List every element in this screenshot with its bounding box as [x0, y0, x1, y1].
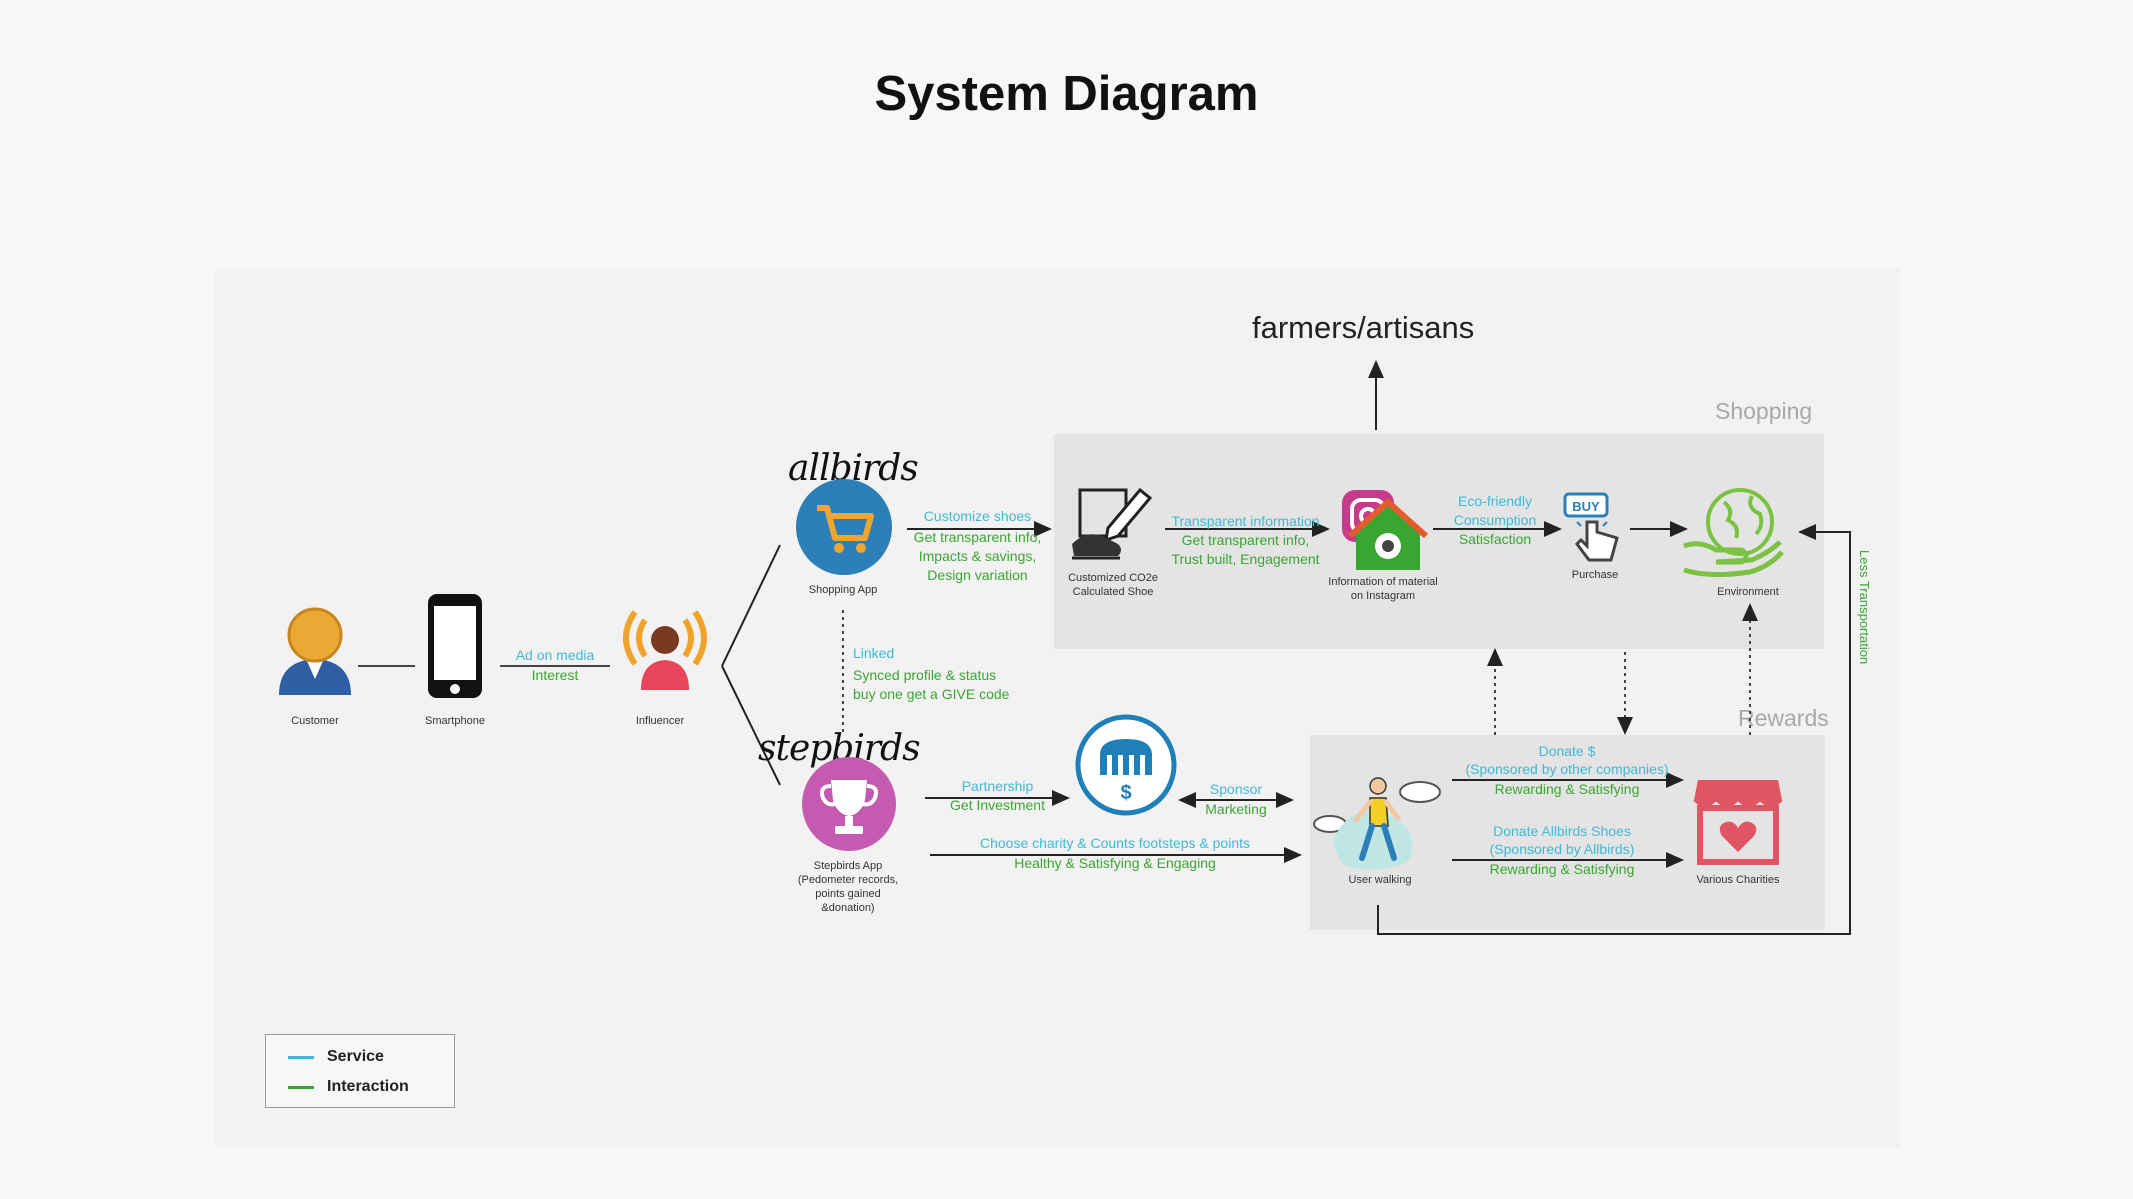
instagram-label-1: Information of material: [1328, 576, 1438, 588]
various-charities-label: Various Charities: [1696, 874, 1780, 886]
eco-friendly-label: Eco-friendly: [1458, 493, 1532, 509]
rewards-zone-label: Rewards: [1738, 705, 1829, 731]
customer-label: Customer: [291, 715, 339, 727]
marketing-label: Marketing: [1205, 801, 1267, 817]
page-title: System Diagram: [874, 67, 1259, 121]
legend-service-label: Service: [327, 1048, 384, 1065]
svg-text:BUY: BUY: [1572, 499, 1600, 514]
transparent-information-label: Transparent information: [1171, 513, 1320, 529]
linked-interaction-label-2: buy one get a GIVE code: [853, 686, 1010, 702]
legend-item-service: Service: [288, 1047, 384, 1067]
consumption-label: Consumption: [1453, 512, 1537, 528]
legend: Service Interaction: [265, 1034, 455, 1108]
donate-shoes-interaction-label: Rewarding & Satisfying: [1489, 861, 1635, 877]
influencer-label: Influencer: [635, 715, 685, 727]
ad-on-media-label: Ad on media: [515, 647, 595, 663]
farmers-artisans-label: farmers/artisans: [1252, 310, 1475, 345]
user-walking-label: User walking: [1348, 874, 1412, 886]
customize-shoes-label: Customize shoes: [923, 508, 1032, 524]
stepbirds-app-label-1: Stepbirds App: [813, 860, 883, 872]
shopping-app-label: Shopping App: [808, 584, 878, 596]
instagram-label-2: on Instagram: [1350, 590, 1416, 602]
interest-label: Interest: [531, 667, 579, 683]
customize-interaction-label-2: Impacts & savings,: [918, 548, 1037, 564]
environment-icon: [1680, 486, 1786, 587]
charity-store-icon: [1692, 776, 1784, 871]
donate-shoes-label-1: Donate Allbirds Shoes: [1493, 823, 1631, 839]
less-transportation-label: Less Transportation: [1857, 550, 1872, 665]
legend-interaction-label: Interaction: [327, 1078, 409, 1095]
donate-shoes-label-2: (Sponsored by Allbirds): [1489, 841, 1635, 857]
customized-shoe-icon: [1068, 484, 1158, 569]
healthy-satisfying-label: Healthy & Satisfying & Engaging: [1014, 855, 1216, 871]
customize-interaction-label-3: Design variation: [927, 567, 1028, 583]
user-walking-icon: [1312, 768, 1446, 881]
transparent-interaction-label-2: Trust built, Engagement: [1171, 551, 1320, 567]
stepbirds-app-label-2: (Pedometer records,: [797, 874, 899, 886]
legend-item-interaction: Interaction: [288, 1077, 409, 1097]
diagram-canvas: [215, 268, 1900, 1148]
get-investment-label: Get Investment: [950, 797, 1045, 813]
interaction-swatch: [288, 1085, 314, 1089]
choose-charity-label: Choose charity & Counts footsteps & poin…: [979, 835, 1251, 851]
linked-label: Linked: [853, 645, 895, 661]
satisfaction-label: Satisfaction: [1458, 531, 1532, 547]
stepbirds-app-label-3: points gained: [815, 888, 881, 900]
service-swatch: [288, 1055, 314, 1059]
customer-icon: [273, 603, 357, 708]
environment-label: Environment: [1717, 586, 1779, 598]
influencer-icon: [615, 602, 715, 697]
donate-money-label-1: Donate $: [1538, 743, 1596, 759]
shopping-app-icon: [795, 478, 893, 581]
donate-money-interaction-label: Rewarding & Satisfying: [1494, 781, 1640, 797]
stepbirds-app-label-4: &donation): [821, 902, 875, 914]
customized-shoe-label-2: Calculated Shoe: [1072, 586, 1154, 598]
sponsor-icon: $: [1074, 713, 1178, 822]
stepbirds-app-icon: [801, 756, 897, 857]
shopping-zone-label: Shopping: [1715, 398, 1813, 424]
customized-shoe-label-1: Customized CO2e: [1068, 572, 1158, 584]
instagram-icon: [1340, 488, 1430, 577]
partnership-label: Partnership: [961, 778, 1034, 794]
buy-button-icon: BUY: [1563, 492, 1627, 569]
customize-interaction-label-1: Get transparent info,: [913, 529, 1042, 545]
smartphone-label: Smartphone: [425, 715, 485, 727]
donate-money-label-2: (Sponsored by other companies): [1465, 761, 1669, 777]
svg-text:$: $: [1120, 782, 1131, 804]
transparent-interaction-label-1: Get transparent info,: [1181, 532, 1310, 548]
smartphone-icon: [426, 592, 484, 705]
purchase-label: Purchase: [1571, 569, 1619, 581]
sponsor-label: Sponsor: [1209, 781, 1263, 797]
linked-interaction-label-1: Synced profile & status: [853, 667, 997, 683]
